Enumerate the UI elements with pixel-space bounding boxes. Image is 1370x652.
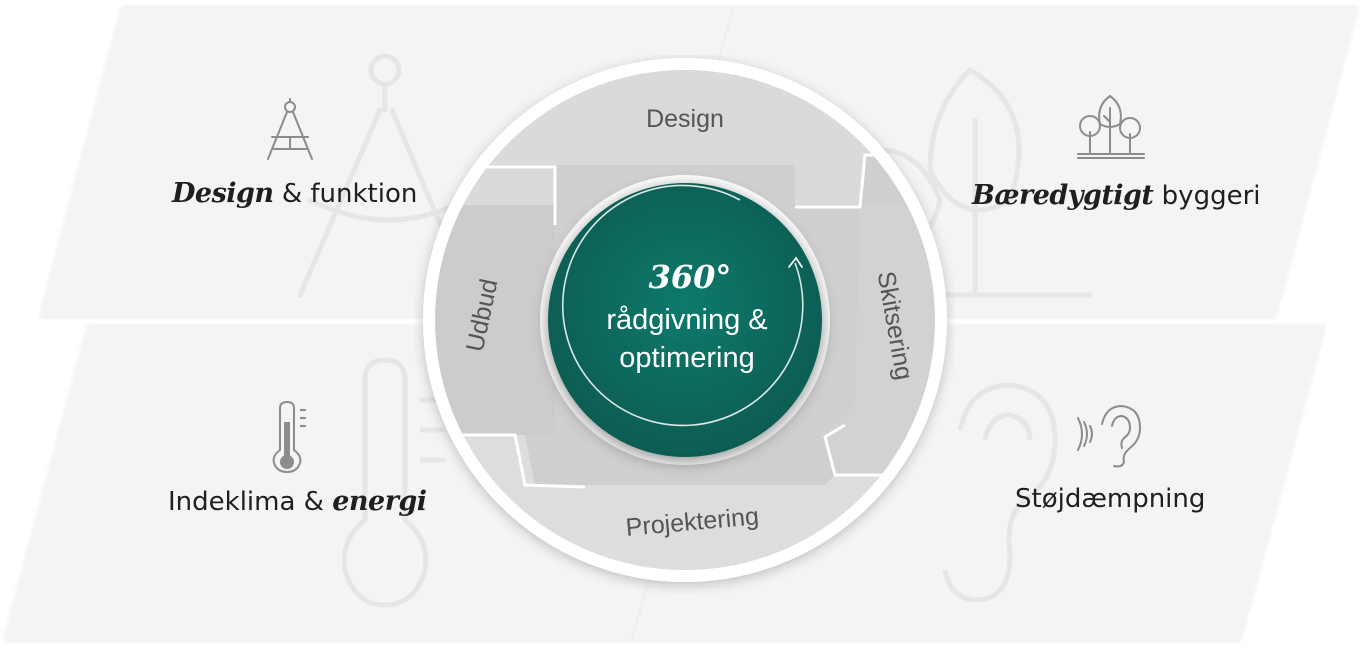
center-line-2: rådgivning & <box>606 304 767 336</box>
ring-label-design: Design <box>646 105 724 133</box>
trees-icon <box>1077 94 1145 159</box>
thermometer-icon <box>272 400 306 474</box>
panel-label-climate: Indeklima & energi <box>168 486 427 517</box>
panel-label-noise: Støjdæmpning <box>1015 484 1205 514</box>
panel-label-climate-plain: Indeklima & <box>168 487 324 517</box>
bg-ear-icon <box>942 382 1058 603</box>
panel-label-design-plain: & funktion <box>281 179 418 209</box>
center-title: 360° <box>649 258 732 296</box>
ear-icon <box>1077 404 1142 468</box>
panel-label-sustainable-plain: byggeri <box>1161 181 1261 211</box>
center-line-3: optimering <box>619 342 754 374</box>
wheel-core <box>548 183 822 457</box>
panel-label-design: Design & funktion <box>172 178 417 209</box>
panel-label-sustainable: Bæredygtigt byggeri <box>972 180 1260 211</box>
panel-label-climate-script: energi <box>332 486 427 517</box>
cycle-arrow-icon <box>562 184 804 427</box>
panel-label-noise-plain: Støjdæmpning <box>1015 484 1206 514</box>
panel-label-design-script: Design <box>172 178 274 209</box>
panel-label-sustainable-script: Bæredygtigt <box>972 180 1154 211</box>
process-wheel: Design Skitsering Projektering Udbud 360… <box>423 58 947 582</box>
compass-icon <box>267 98 313 160</box>
